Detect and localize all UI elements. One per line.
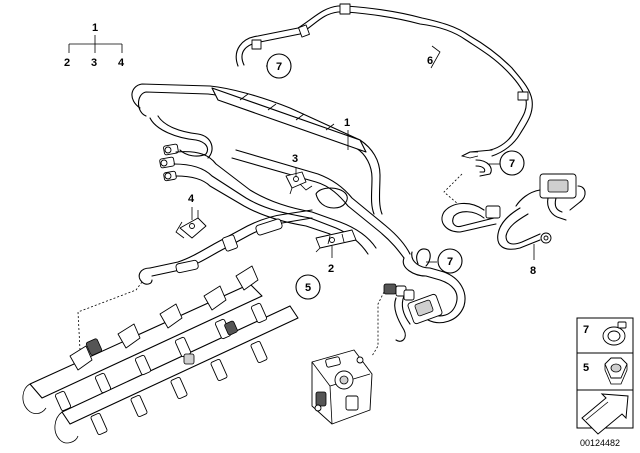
line-sleeve [175,259,199,274]
hose-clamp [298,24,310,38]
pressure-valve [515,173,586,221]
bracket-part-3 [285,171,313,195]
callout-2: 2 [328,263,334,275]
rail-sensor [224,320,238,336]
connector-fittings [383,283,415,301]
hose-clamp [485,205,501,219]
tree-parent-label: 1 [92,22,98,34]
line-fitting [222,234,238,252]
callout-7-right: 7 [499,150,525,176]
bracket-part-2 [315,229,357,253]
hose-clamp [339,3,351,15]
rail-injectors-lower [90,341,268,435]
callout-7: 7 [276,61,282,73]
hose-clamp [251,39,262,50]
diagram-number: 00124482 [580,438,620,448]
rail-injectors-upper [54,302,268,412]
rail-sensor [85,338,103,356]
rail-fitting [183,353,195,365]
hose-assembly-8 [441,173,586,250]
callout-5: 5 [305,282,311,294]
callout-7: 7 [447,256,453,268]
callout-7: 7 [509,158,515,170]
high-pressure-pump [311,349,373,425]
direction-arrow-icon [581,393,629,435]
line-fittings [159,143,179,182]
callout-tree: 1 2 3 4 [64,22,125,69]
callout-8: 8 [530,265,536,277]
legend-label-5: 5 [583,362,589,374]
tree-child-2: 2 [64,57,70,69]
junction-block [407,293,443,325]
tree-child-4: 4 [118,57,125,69]
bracket-part-4 [175,210,207,239]
fuel-rail [22,265,299,444]
hose-clamp-icon [602,321,627,346]
callout-1: 1 [344,117,350,129]
callout-5-circle: 5 [295,274,321,300]
fuel-line-harness-1 [131,83,411,285]
return-hose-6 [235,3,533,159]
line-sleeve [255,218,283,236]
hose-clamp [517,91,529,101]
legend-box: 7 5 [576,317,634,435]
tree-child-3: 3 [91,57,97,69]
tree-lines [68,35,123,53]
callout-6: 6 [427,55,433,67]
hose-segment-7b [475,159,492,177]
callout-4: 4 [188,193,195,205]
junction-hoses [371,248,466,357]
legend-label-7: 7 [583,324,589,336]
callout-7-top: 7 [266,53,292,79]
callout-3: 3 [292,153,298,165]
hex-nut-icon [604,357,628,385]
callout-7-center: 7 [437,248,463,274]
rail-brackets [69,265,259,371]
